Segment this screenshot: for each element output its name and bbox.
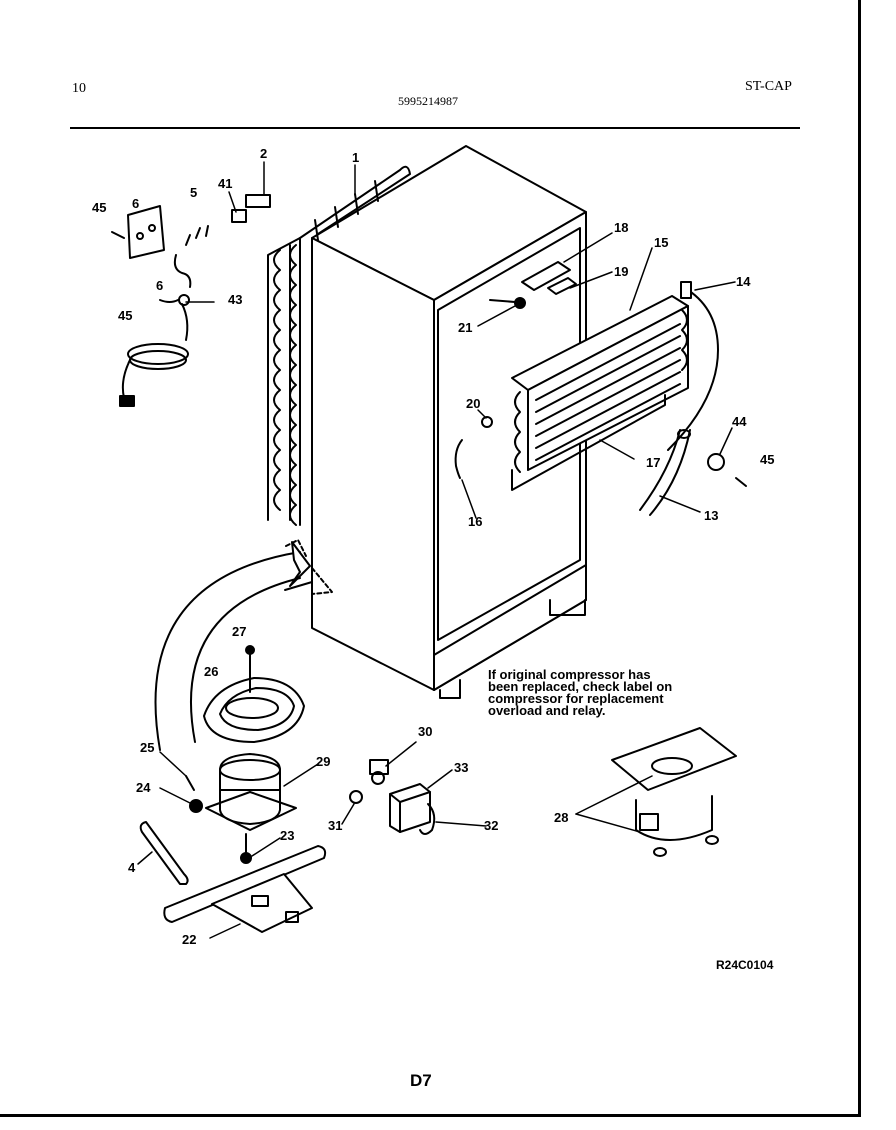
base-rail [163, 845, 327, 933]
page-border-right [858, 0, 861, 1116]
callout-24: 24 [136, 780, 151, 795]
note-line: compressor for replacement [488, 691, 664, 706]
part-18 [521, 261, 571, 291]
callout-22: 22 [182, 932, 196, 947]
callout-41: 41 [218, 176, 232, 191]
callout-18: 18 [614, 220, 628, 235]
callout-16: 16 [468, 514, 482, 529]
callout-33: 33 [454, 760, 468, 775]
callout-6b: 6 [156, 278, 163, 293]
header-rule [70, 127, 800, 129]
callout-27: 27 [232, 624, 246, 639]
callout-6a: 6 [132, 196, 139, 211]
callout-45a: 45 [92, 200, 106, 215]
compressor [185, 753, 297, 864]
part-16 [454, 439, 463, 479]
note-line: been replaced, check label on [488, 679, 673, 694]
callout-43: 43 [228, 292, 242, 307]
drain-arrow [154, 539, 333, 751]
part-4 [139, 821, 189, 885]
note-line: overload and relay. [488, 703, 606, 718]
evaporator [511, 281, 719, 491]
drain-pan [203, 645, 305, 743]
callout-17: 17 [646, 455, 660, 470]
compressor-note: If original compressor has been replaced… [488, 667, 728, 718]
callout-15: 15 [654, 235, 668, 250]
part-31 [349, 790, 363, 804]
part-21 [514, 297, 526, 309]
model-code: ST-CAP [745, 79, 792, 94]
callout-31: 31 [328, 818, 342, 833]
part-44 [707, 453, 725, 471]
bracket-2 [245, 194, 271, 208]
clip-41 [231, 209, 247, 223]
part-32 [419, 803, 436, 835]
leader-lines [137, 161, 736, 939]
callout-45c: 45 [760, 452, 774, 467]
callout-2: 2 [260, 146, 267, 161]
callout-26: 26 [204, 664, 218, 679]
part-number: 5995214987 [398, 94, 458, 108]
callout-19: 19 [614, 264, 628, 279]
callout-28: 28 [554, 810, 568, 825]
wire-harness [639, 429, 691, 516]
callout-1: 1 [352, 150, 359, 165]
part-20 [481, 416, 493, 428]
callout-30: 30 [418, 724, 432, 739]
callout-29: 29 [316, 754, 330, 769]
footer-page-code: D7 [410, 1071, 432, 1090]
callout-21: 21 [458, 320, 472, 335]
callout-44: 44 [732, 414, 747, 429]
callout-5: 5 [190, 185, 197, 200]
page-border-bottom [0, 1114, 861, 1117]
page-number: 10 [72, 81, 86, 96]
part-30 [369, 759, 389, 775]
condenser-coil [267, 165, 411, 526]
callout-13: 13 [704, 508, 718, 523]
callout-14: 14 [736, 274, 751, 289]
part-33 [389, 783, 431, 833]
power-cord-assembly [111, 205, 209, 407]
callout-32: 32 [484, 818, 498, 833]
callout-25: 25 [140, 740, 154, 755]
diagram-reference-code: R24C0104 [716, 958, 774, 972]
part-19 [547, 277, 577, 295]
replacement-compressor [611, 727, 737, 857]
callout-20: 20 [466, 396, 480, 411]
cabinet [311, 145, 587, 699]
callout-23: 23 [280, 828, 294, 843]
callout-45b: 45 [118, 308, 132, 323]
callout-4: 4 [128, 860, 136, 875]
callout-labels: 1 2 4 5 6 6 13 14 15 16 17 18 19 20 21 2… [92, 146, 774, 947]
note-line: If original compressor has [488, 667, 651, 682]
